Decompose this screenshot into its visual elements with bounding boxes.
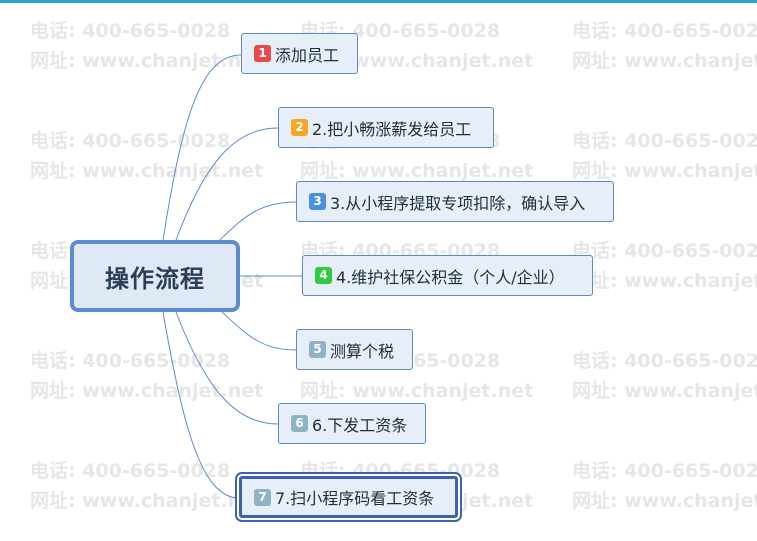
- branch-label: 测算个税: [330, 341, 395, 361]
- central-topic-label: 操作流程: [105, 264, 205, 293]
- branch-node-1[interactable]: 1 添加员工: [241, 33, 358, 74]
- connector-2: [175, 127, 279, 241]
- connector-group: [162, 54, 302, 499]
- connector-7: [162, 311, 240, 499]
- branch-label: 添加员工: [275, 45, 340, 65]
- central-topic[interactable]: 操作流程: [70, 240, 240, 312]
- branch-label: 3.从小程序提取专项扣除，确认导入: [330, 193, 586, 213]
- branch-label: 7.扫小程序码看工资条: [275, 489, 435, 508]
- priority-1-icon: 1: [254, 45, 271, 62]
- connector-6: [175, 311, 279, 425]
- connector-1: [162, 54, 242, 241]
- priority-4-icon: 4: [315, 267, 332, 284]
- connector-5: [221, 311, 297, 351]
- branch-node-4[interactable]: 4 4.维护社保公积金（个人/企业）: [302, 255, 593, 296]
- priority-6-icon: 6: [291, 415, 308, 432]
- branch-label: 2.把小畅涨薪发给员工: [312, 119, 472, 139]
- priority-3-icon: 3: [309, 193, 326, 210]
- connector-3: [219, 201, 297, 241]
- branch-node-3[interactable]: 3 3.从小程序提取专项扣除，确认导入: [296, 181, 614, 222]
- priority-5-icon: 5: [309, 341, 326, 358]
- priority-7-icon: 7: [254, 488, 271, 506]
- branch-node-2[interactable]: 2 2.把小畅涨薪发给员工: [278, 107, 494, 148]
- branch-label: 6.下发工资条: [312, 415, 408, 435]
- priority-2-icon: 2: [291, 119, 308, 136]
- branch-node-6[interactable]: 6 6.下发工资条: [278, 403, 426, 444]
- top-accent-bar: [0, 0, 757, 3]
- branch-node-7[interactable]: 7 7.扫小程序码看工资条: [239, 476, 458, 518]
- branch-node-5[interactable]: 5 测算个税: [296, 329, 413, 370]
- branch-label: 4.维护社保公积金（个人/企业）: [336, 267, 565, 287]
